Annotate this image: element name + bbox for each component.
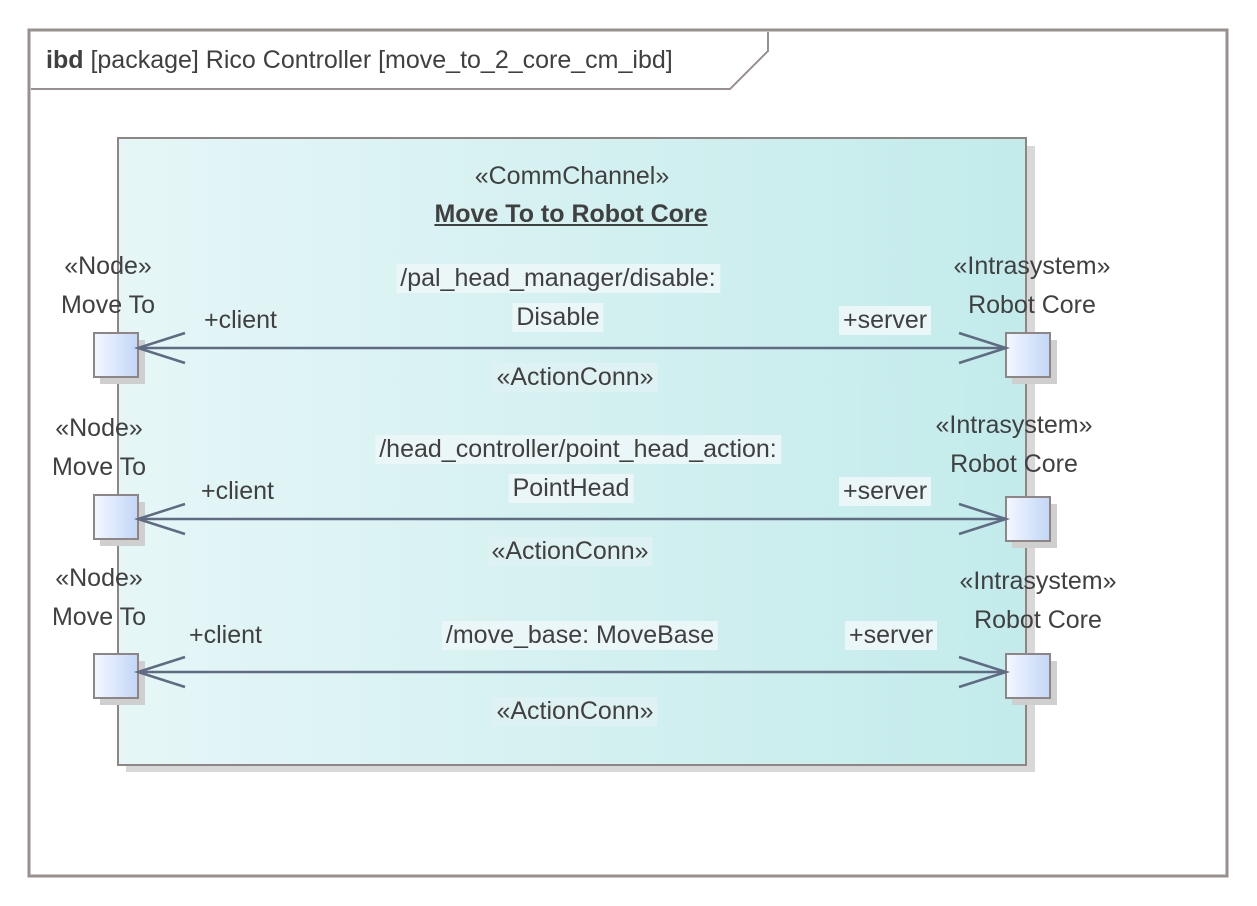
right-part-name-3: Robot Core — [974, 606, 1102, 634]
right-part-name-2: Robot Core — [950, 450, 1078, 478]
server-role-3: +server — [845, 621, 938, 650]
left-part-name-2: Move To — [51, 453, 147, 481]
arrowhead-right-2 — [958, 502, 1011, 536]
server-role-1: +server — [839, 306, 932, 335]
connection-label-2: /head_controller/point_head_action: — [375, 435, 781, 464]
arrowhead-left-1 — [133, 331, 186, 365]
right-part-stereotype-1: «Intrasystem» — [953, 252, 1111, 280]
block-name: Move To to Robot Core — [434, 200, 708, 228]
server-port-1[interactable] — [1005, 332, 1051, 378]
client-port-1[interactable] — [93, 332, 139, 378]
left-part-name-3: Move To — [51, 603, 147, 631]
server-role-2: +server — [839, 477, 932, 506]
connection-label-3: /move_base: MoveBase — [441, 621, 719, 650]
right-part-stereotype-2: «Intrasystem» — [935, 411, 1093, 439]
left-part-stereotype-2: «Node» — [55, 414, 143, 442]
frame-title-text: [package] Rico Controller [move_to_2_cor… — [90, 46, 673, 74]
frame-title-tab — [31, 32, 769, 90]
arrowhead-left-2 — [133, 502, 186, 536]
right-part-stereotype-3: «Intrasystem» — [959, 567, 1117, 595]
client-port-3[interactable] — [93, 653, 139, 699]
left-part-stereotype-3: «Node» — [55, 564, 143, 592]
left-part-stereotype-1: «Node» — [64, 252, 152, 280]
arrowhead-right-3 — [958, 655, 1011, 689]
connection-type-2: PointHead — [508, 474, 634, 503]
connector-stereotype-2: «ActionConn» — [487, 537, 653, 566]
right-part-name-1: Robot Core — [968, 291, 1096, 319]
server-port-3[interactable] — [1005, 653, 1051, 699]
arrowhead-right-1 — [958, 331, 1011, 365]
connector-stereotype-1: «ActionConn» — [492, 363, 658, 392]
client-role-3: +client — [189, 621, 262, 649]
connector-stereotype-3: «ActionConn» — [492, 697, 658, 726]
client-role-1: +client — [204, 306, 277, 334]
block-stereotype: «CommChannel» — [474, 162, 670, 190]
frame-keyword: ibd — [46, 46, 84, 74]
frame-title: ibd [package] Rico Controller [move_to_2… — [46, 46, 673, 75]
left-part-name-1: Move To — [60, 291, 156, 319]
connection-type-1: Disable — [512, 303, 604, 332]
client-role-2: +client — [201, 477, 274, 505]
arrowhead-left-3 — [133, 655, 186, 689]
client-port-2[interactable] — [93, 494, 139, 540]
connection-label-1: /pal_head_manager/disable: — [396, 264, 720, 293]
server-port-2[interactable] — [1005, 496, 1051, 542]
